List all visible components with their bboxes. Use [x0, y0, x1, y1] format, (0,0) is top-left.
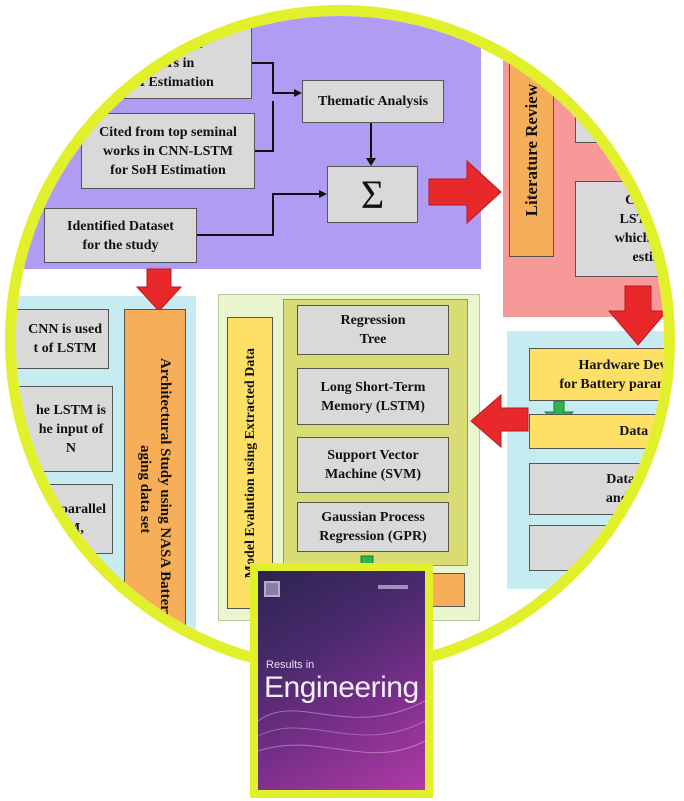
partial-bottom-right-box: 1P f — [569, 636, 585, 670]
sigma-summation-box: Σ — [327, 166, 418, 223]
architectural-study-text: Architectural Study using NASA Battery a… — [137, 358, 173, 620]
journal-series-text: Results in — [266, 659, 315, 671]
flowchart-canvas: Top seminal papers in SoH Estimation Cit… — [16, 16, 664, 670]
data-extraction-box: Data Extrac — [529, 414, 664, 449]
journal-cover: Results in Engineering — [250, 563, 433, 798]
lstm-model-box: Long Short-Term Memory (LSTM) — [297, 368, 449, 425]
data-preprocessing-box: Data preproce and model pre — [529, 463, 664, 515]
cover-decoration — [258, 581, 425, 754]
model-evaluation-label: Model Evalution using Extracted Data — [227, 317, 273, 609]
top-right-box — [575, 91, 664, 143]
categorize-box: Categoriz LSTM base which is used estima… — [575, 181, 664, 277]
lstm-input-box: he LSTM is he input of N — [16, 386, 113, 472]
seminal-papers-box: Top seminal papers in SoH Estimation — [81, 27, 252, 99]
journal-title: Engineering — [264, 671, 419, 704]
hardware-development-box: Hardware Deve for Battery parameter — [529, 348, 664, 401]
cited-works-box: Cited from top seminal works in CNN-LSTM… — [81, 113, 255, 189]
regression-tree-box: Regression Tree — [297, 305, 449, 355]
circular-frame: Top seminal papers in SoH Estimation Cit… — [5, 5, 675, 675]
bottom-partial-box: ed — [16, 571, 113, 651]
gpr-model-box: Gaussian Process Regression (GPR) — [297, 502, 449, 552]
literature-review-label: Literature Review — [509, 43, 554, 257]
svm-model-box: Support Vector Machine (SVM) — [297, 437, 449, 493]
literature-review-text: Literature Review — [522, 83, 541, 217]
cnn-used-box: CNN is used t of LSTM — [16, 309, 109, 369]
partial-pink-region — [511, 616, 664, 664]
identified-dataset-box: Identified Dataset for the study — [44, 208, 197, 263]
connectors-layer — [26, 62, 664, 617]
architectural-study-label: Architectural Study using NASA Battery a… — [124, 309, 186, 664]
soh-estimation-box: SoH est — [529, 525, 664, 571]
thematic-analysis-box: Thematic Analysis — [302, 80, 444, 123]
parallel-box: of parallel M, — [16, 484, 113, 554]
model-evaluation-text: Model Evalution using Extracted Data — [242, 347, 258, 579]
journal-cover-art: Results in Engineering — [258, 571, 425, 790]
